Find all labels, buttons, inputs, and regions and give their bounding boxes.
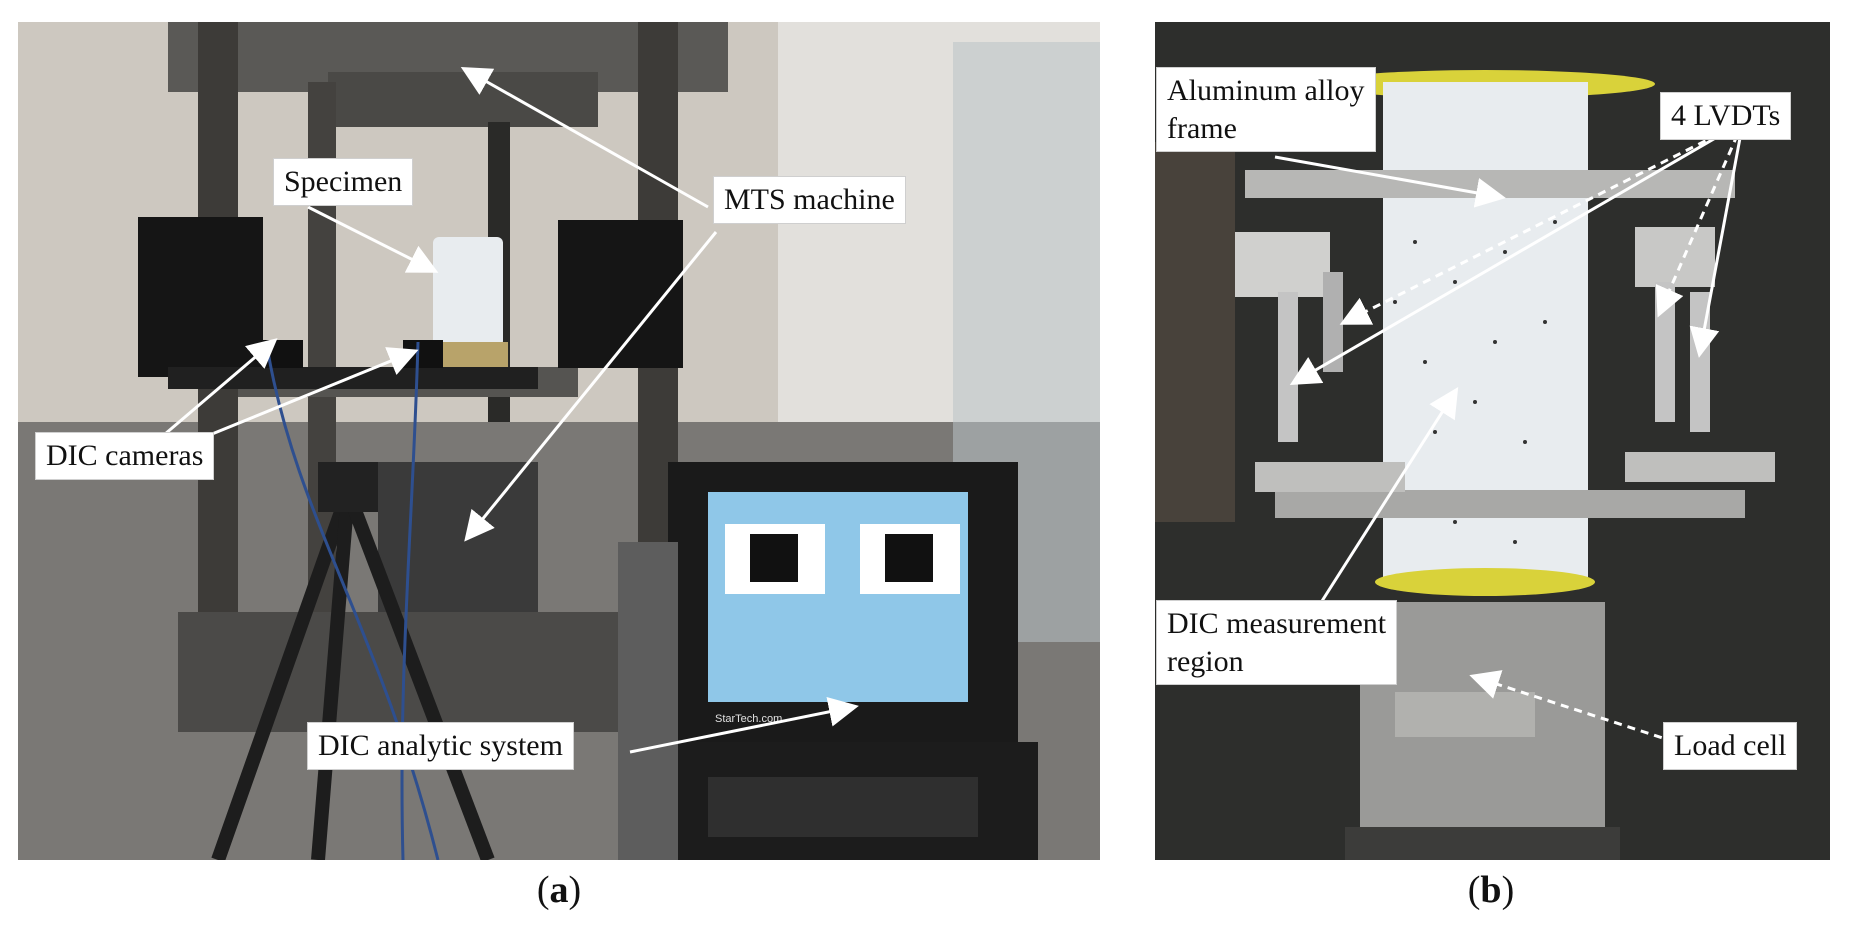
label-aluminum-frame-line2: frame <box>1167 111 1237 145</box>
caption-b-close: ) <box>1501 869 1515 911</box>
keyboard <box>708 777 978 837</box>
light-panel-right <box>558 220 683 368</box>
lab-setup-photo: StarTech.com <box>18 22 1100 860</box>
lvdt-right-1 <box>1655 282 1675 422</box>
lvdt-left-2 <box>1323 272 1343 372</box>
caption-a-letter: a <box>549 869 569 911</box>
label-dic-analytic-system: DIC analytic system <box>307 722 574 770</box>
label-mts-machine: MTS machine <box>713 176 906 224</box>
lvdt-left-1 <box>1278 292 1298 442</box>
aluminum-frame-bottom <box>1275 490 1745 518</box>
label-dic-measurement-region: DIC measurement region <box>1156 600 1398 685</box>
caption-b-open: ( <box>1467 869 1481 911</box>
caption-a-close: ) <box>568 869 582 911</box>
caption-b: (b) <box>1431 868 1551 912</box>
aluminum-frame-top <box>1245 170 1735 198</box>
label-specimen: Specimen <box>273 158 414 206</box>
specimen-cylinder <box>433 237 503 347</box>
monitor-screen <box>708 492 968 702</box>
light-panel-left <box>138 217 263 377</box>
caption-b-letter: b <box>1480 869 1502 911</box>
lvdt-right-2 <box>1690 292 1710 432</box>
photo-panel-b: Aluminum alloy frame 4 LVDTs DIC measure… <box>1155 22 1830 860</box>
label-aluminum-frame-line1: Aluminum alloy <box>1167 74 1365 107</box>
photo-panel-a: StarTech.com Specimen MTS machine DIC ca… <box>18 22 1100 860</box>
camera-bar <box>168 367 538 389</box>
label-4-lvdts: 4 LVDTs <box>1660 92 1792 140</box>
caption-a-open: ( <box>536 869 550 911</box>
dic-camera-right <box>403 340 443 368</box>
label-aluminum-frame: Aluminum alloy frame <box>1156 67 1376 152</box>
monitor-brand-text: StarTech.com <box>715 713 782 725</box>
label-dic-region-line2: region <box>1167 644 1244 678</box>
caption-a: (a) <box>499 868 619 912</box>
label-dic-cameras: DIC cameras <box>35 432 215 480</box>
label-load-cell: Load cell <box>1663 722 1798 770</box>
label-dic-region-line1: DIC measurement <box>1167 607 1387 640</box>
